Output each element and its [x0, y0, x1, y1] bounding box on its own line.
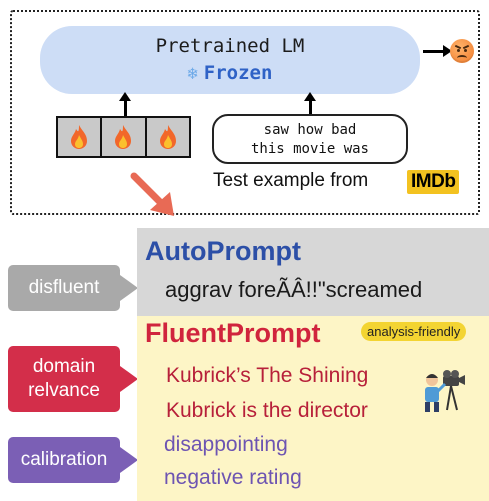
imdb-logo: IMDb [407, 170, 460, 194]
domain-line-2: Kubrick is the director [166, 399, 368, 422]
input-line-1: saw how bad [263, 122, 357, 138]
film-director-icon [425, 370, 465, 412]
input-example-box: saw how bad this movie was [212, 114, 408, 164]
prompt-slot [102, 118, 147, 156]
domain-line-1: Kubrick’s The Shining [166, 364, 369, 387]
lm-title: Pretrained LM [155, 35, 305, 57]
test-example-caption: Test example from [213, 170, 369, 191]
autoprompt-title: AutoPrompt [145, 236, 301, 266]
prompt-slot [58, 118, 103, 156]
fire-icon [159, 125, 176, 149]
prompt-up-arrow [119, 92, 130, 116]
calibration-line-1: disappointing [164, 433, 288, 456]
autoprompt-example: aggrav foreÃÂ!!"screamed [165, 277, 423, 302]
fire-icon [71, 125, 88, 149]
disfluent-label: disfluent [8, 265, 120, 311]
pretrained-lm-box: Pretrained LM ❄Frozen [40, 26, 420, 94]
prompt-slot [146, 118, 189, 156]
input-up-arrow [304, 92, 315, 114]
calibration-label: calibration [8, 437, 120, 483]
disfluent-pointer [120, 275, 138, 301]
expand-arrow-icon [130, 172, 174, 216]
input-line-2: this movie was [250, 141, 369, 157]
domain-relevance-label: domain relvance [8, 346, 120, 412]
domain-label-line-1: domain [32, 356, 96, 377]
calibration-line-2: negative rating [164, 466, 302, 489]
output-arrow [423, 45, 452, 56]
lm-frozen-label: ❄Frozen [40, 62, 420, 84]
snowflake-icon: ❄ [187, 64, 198, 84]
fluentprompt-panel: FluentPrompt analysis-friendly Kubrick’s… [137, 316, 489, 501]
autoprompt-panel: AutoPrompt aggrav foreÃÂ!!"screamed [137, 228, 489, 316]
frozen-text: Frozen [203, 62, 273, 84]
calibration-pointer [120, 447, 138, 473]
angry-face-icon [450, 39, 474, 63]
fire-icon [115, 125, 132, 149]
model-frame [10, 10, 480, 215]
domain-label-line-2: relvance [28, 380, 100, 401]
analysis-friendly-badge: analysis-friendly [361, 322, 467, 341]
fluentprompt-title: FluentPrompt [145, 318, 321, 348]
domain-pointer [120, 366, 138, 392]
prompt-slots [56, 116, 191, 158]
